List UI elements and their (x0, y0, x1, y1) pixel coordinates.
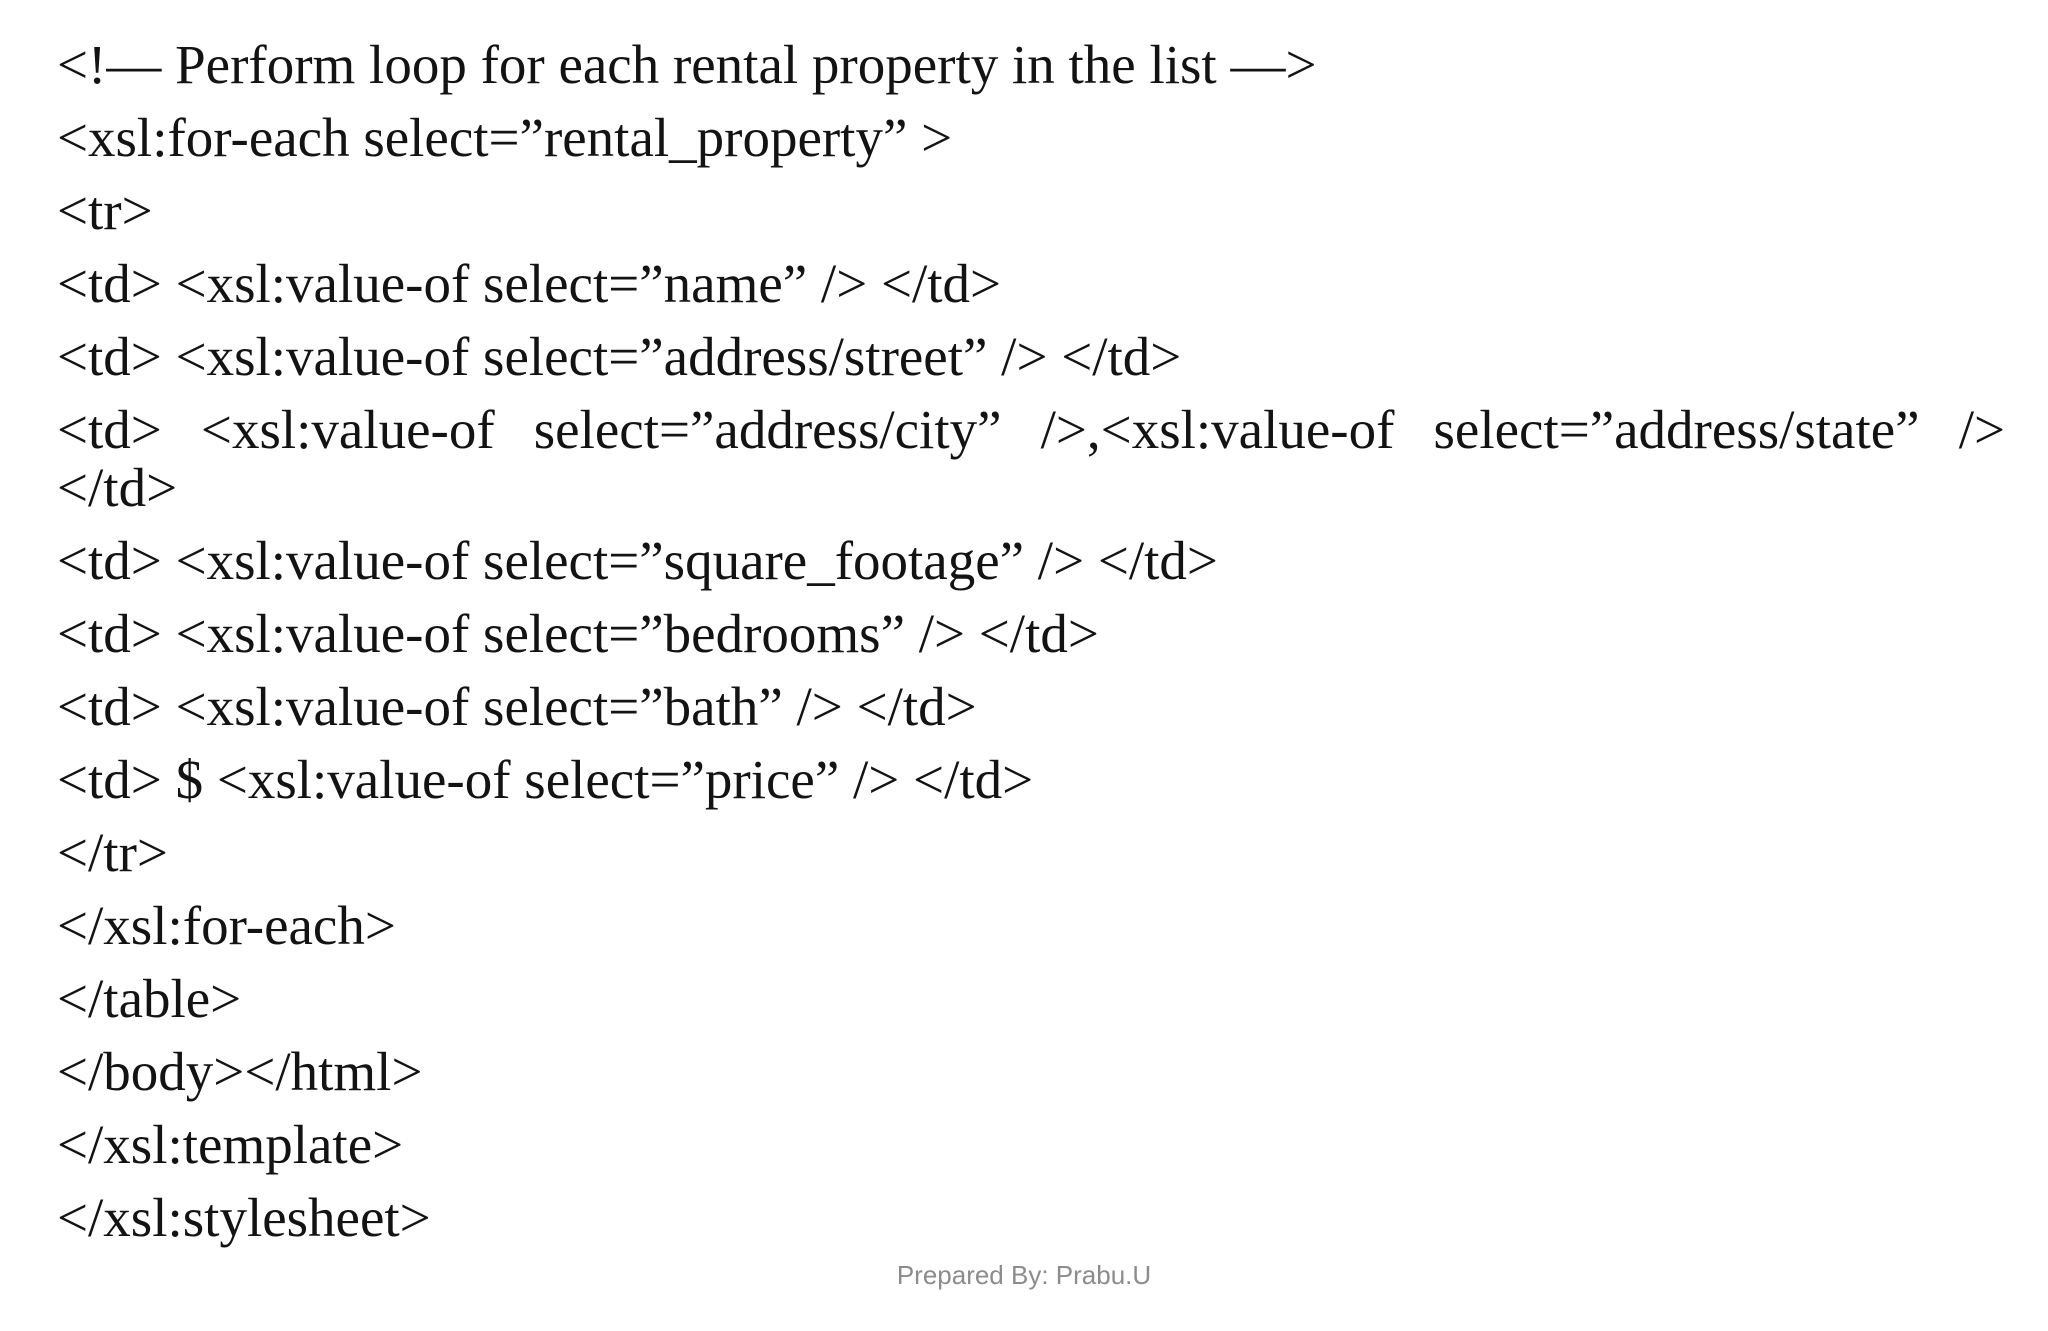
code-line: <td> <xsl:value-of select=”address/stree… (57, 326, 1182, 387)
code-line: </xsl:template> (57, 1114, 404, 1175)
code-line: </table> (57, 968, 242, 1029)
code-line: <td> $ <xsl:value-of select=”price” /> <… (57, 749, 1034, 810)
code-line: </td> (57, 457, 178, 518)
code-line: <td> <xsl:value-of select=”square_footag… (57, 530, 1218, 591)
code-line: </xsl:stylesheet> (57, 1187, 431, 1248)
code-line: <td> <xsl:value-of select=”address/city”… (57, 399, 2005, 460)
code-block: <!— Perform loop for each rental propert… (57, 36, 2005, 1262)
code-line: <tr> (57, 180, 153, 241)
code-line: <td> <xsl:value-of select=”name” /> </td… (57, 253, 1002, 314)
code-line: </tr> (57, 822, 168, 883)
code-line: </body></html> (57, 1041, 423, 1102)
code-line: <td> <xsl:value-of select=”bedrooms” /> … (57, 603, 1099, 664)
code-line: <td> <xsl:value-of select=”bath” /> </td… (57, 676, 977, 737)
footer-credit: Prepared By: Prabu.U (896, 1260, 1152, 1290)
code-line: <xsl:for-each select=”rental_property” > (57, 107, 953, 168)
code-line: </xsl:for-each> (57, 895, 396, 956)
code-line: <!— Perform loop for each rental propert… (57, 34, 1317, 95)
